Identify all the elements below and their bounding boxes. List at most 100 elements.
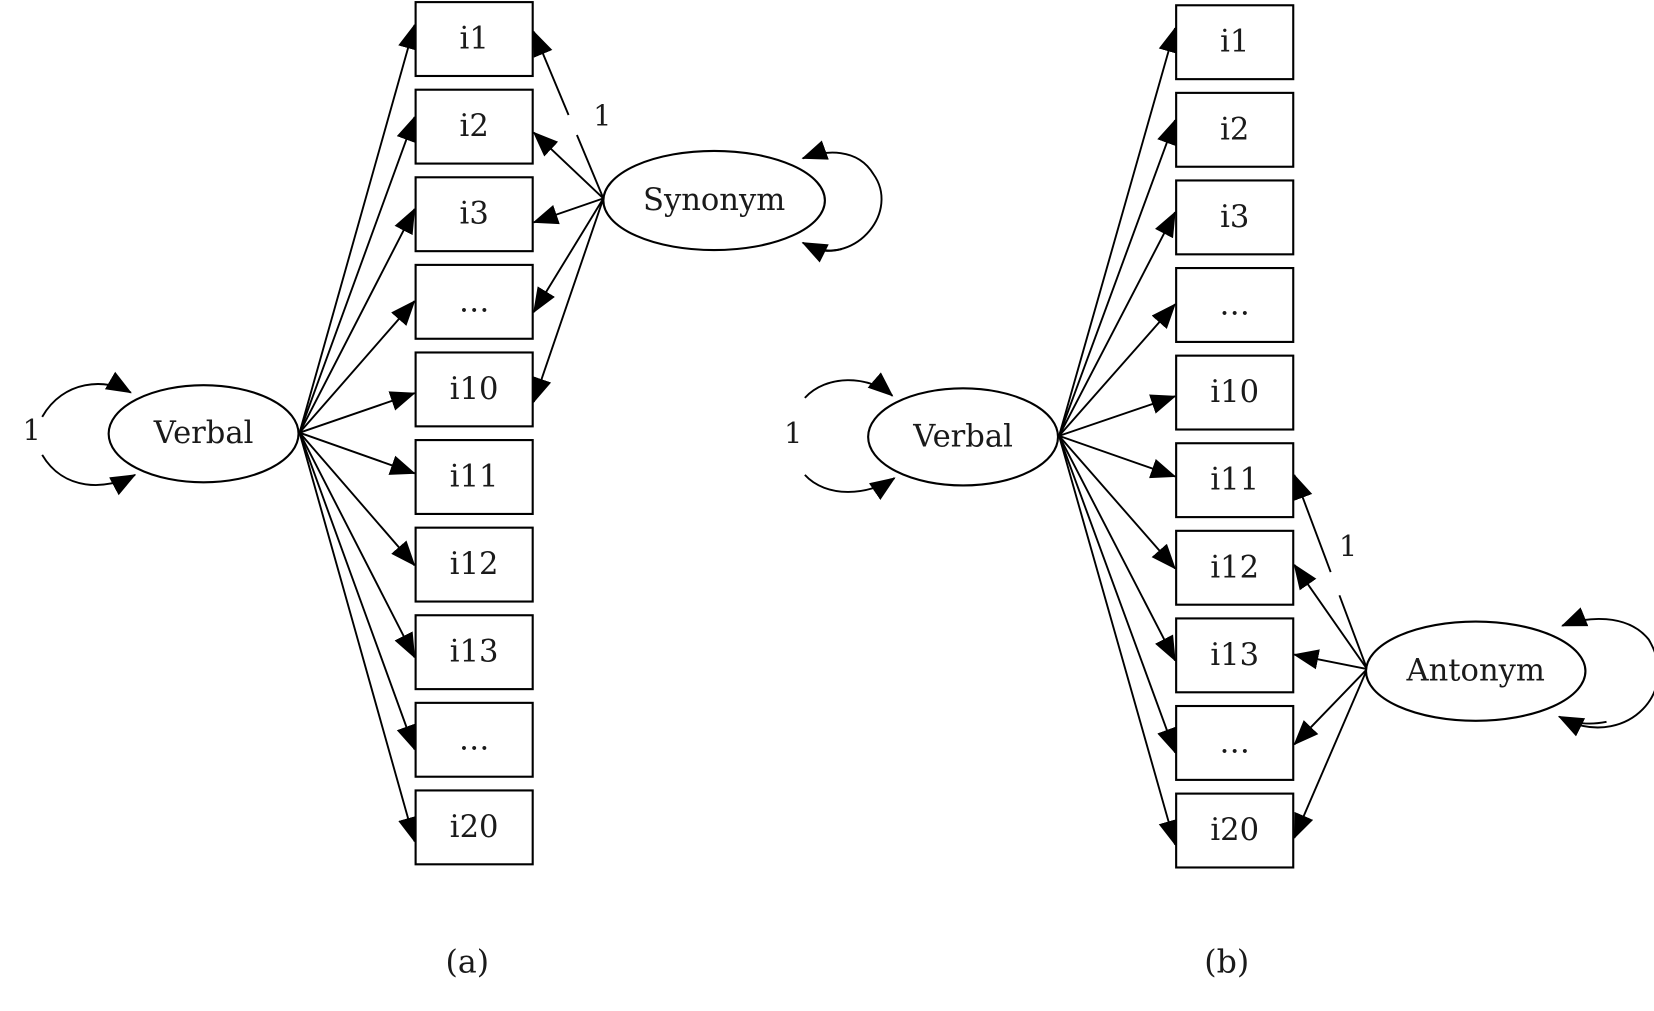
item-box bbox=[1175, 442, 1295, 519]
item-box bbox=[414, 351, 534, 428]
variance-arrow-bottom bbox=[804, 474, 896, 500]
specific-loading-arrow bbox=[1293, 668, 1368, 840]
item-box bbox=[414, 701, 534, 778]
panel-a: i1 i2 i3 … i10 i11 i12 i13 … i20 Verbal 1 Synonym… bbox=[23, 1, 883, 980]
panel-b-edges bbox=[1058, 26, 1654, 846]
item-box bbox=[1175, 4, 1295, 81]
variance-arrow-bottom bbox=[41, 454, 137, 496]
general-loading-arrow bbox=[1058, 303, 1176, 437]
general-loading-arrow bbox=[298, 432, 418, 843]
panel-b: i1 i2 i3 … i10 i11 i12 i13 … i20 Verbal 1 Antonym… bbox=[784, 4, 1654, 980]
item-label: i10 bbox=[1210, 375, 1259, 410]
item-box bbox=[414, 439, 534, 515]
general-loading-arrow bbox=[298, 300, 416, 434]
fixed-loading-label: 1 bbox=[593, 100, 611, 133]
item-box bbox=[414, 1, 534, 78]
item-label: … bbox=[1219, 287, 1250, 322]
item-label: i20 bbox=[450, 810, 499, 845]
variance-label: 1 bbox=[23, 414, 41, 447]
general-loading-arrow bbox=[298, 432, 416, 659]
item-label: i12 bbox=[1210, 550, 1259, 585]
item-box bbox=[414, 526, 534, 603]
item-box bbox=[1175, 179, 1295, 256]
item-box bbox=[1175, 354, 1295, 431]
fixed-loading-arrow bbox=[1293, 473, 1332, 573]
general-loading-arrow bbox=[1058, 119, 1177, 437]
variance-arrow-top bbox=[41, 371, 132, 418]
panel-a-items: i1 i2 i3 … i10 i11 i12 i13 … i20 bbox=[414, 1, 534, 866]
fixed-loading-arrow-segment bbox=[1338, 594, 1368, 670]
item-node: … bbox=[414, 701, 534, 778]
panel-b-items: i1 i2 i3 … i10 i11 i12 i13 … i20 bbox=[1175, 4, 1295, 869]
general-loading-arrow bbox=[299, 431, 416, 475]
general-loading-arrow bbox=[298, 23, 418, 433]
panel-b-specific-factor: Antonym 1 bbox=[1339, 530, 1587, 722]
verbal-factor-label: Verbal bbox=[153, 416, 254, 451]
specific-loading-arrow bbox=[1293, 668, 1368, 746]
item-node: i1 bbox=[414, 1, 534, 78]
item-node: i13 bbox=[1175, 617, 1295, 694]
fixed-loading-label: 1 bbox=[1339, 530, 1357, 563]
panel-a-caption: (a) bbox=[446, 944, 490, 980]
item-node: i20 bbox=[1175, 792, 1295, 869]
antonym-factor-ellipse bbox=[1364, 620, 1587, 722]
antonym-factor-label: Antonym bbox=[1406, 654, 1545, 689]
panel-b-caption: (b) bbox=[1204, 944, 1249, 980]
item-node: i12 bbox=[1175, 529, 1295, 606]
item-box bbox=[1175, 91, 1295, 168]
general-loading-arrow bbox=[1058, 435, 1177, 754]
item-label: i1 bbox=[1220, 25, 1249, 60]
panel-a-general-factor: Verbal 1 bbox=[23, 371, 300, 496]
item-box bbox=[1175, 617, 1295, 694]
item-node: i3 bbox=[414, 176, 534, 253]
specific-loading-arrow bbox=[531, 198, 605, 404]
general-loading-arrow bbox=[298, 432, 416, 567]
item-label: i3 bbox=[1220, 200, 1249, 235]
variance-label: 1 bbox=[784, 417, 802, 450]
item-box bbox=[414, 88, 534, 165]
panel-a-edges bbox=[298, 23, 883, 843]
synonym-factor-label: Synonym bbox=[643, 183, 785, 218]
item-node: i2 bbox=[1175, 91, 1295, 168]
item-label: i13 bbox=[1210, 638, 1259, 673]
general-loading-arrow bbox=[1058, 394, 1177, 437]
variance-arrow-top bbox=[804, 372, 894, 399]
fixed-loading-arrow bbox=[532, 30, 570, 116]
item-label: i13 bbox=[450, 635, 499, 670]
synonym-factor-ellipse bbox=[602, 149, 826, 252]
panel-a-specific-factor: Synonym 1 bbox=[593, 100, 826, 252]
item-node: … bbox=[1175, 704, 1295, 781]
panel-b-general-factor: Verbal 1 bbox=[784, 372, 1060, 500]
verbal-factor-ellipse bbox=[107, 384, 300, 484]
item-node: i11 bbox=[1175, 442, 1295, 519]
item-node: i11 bbox=[414, 439, 534, 515]
general-loading-arrow bbox=[1058, 211, 1176, 437]
item-label: … bbox=[1219, 725, 1250, 760]
item-label: i20 bbox=[1210, 813, 1259, 848]
specific-loading-arrow bbox=[532, 131, 605, 200]
fixed-loading-arrow-segment bbox=[576, 134, 605, 199]
item-node: i10 bbox=[414, 351, 534, 428]
item-label: … bbox=[459, 284, 490, 319]
item-node: i3 bbox=[1175, 179, 1295, 256]
item-node: i10 bbox=[1175, 354, 1295, 431]
specific-loading-arrow bbox=[532, 197, 605, 314]
item-label: i2 bbox=[460, 109, 489, 144]
general-loading-arrow bbox=[298, 115, 416, 434]
general-loading-arrow bbox=[1058, 435, 1176, 662]
item-label: i3 bbox=[460, 197, 489, 232]
item-box bbox=[1175, 529, 1295, 606]
item-node: i2 bbox=[414, 88, 534, 165]
specific-loading-arrow bbox=[1293, 563, 1368, 670]
item-box bbox=[414, 263, 534, 340]
synonym-variance-loop-bottom-head bbox=[801, 241, 843, 263]
antonym-variance-loop-bottom-head bbox=[1557, 715, 1607, 737]
item-node: i13 bbox=[414, 614, 534, 691]
general-loading-arrow bbox=[1058, 434, 1177, 479]
item-node: i1 bbox=[1175, 4, 1295, 81]
item-node: i12 bbox=[414, 526, 534, 603]
general-loading-arrow bbox=[298, 432, 416, 751]
specific-loading-arrow bbox=[532, 197, 604, 225]
verbal-factor-label: Verbal bbox=[912, 419, 1013, 454]
